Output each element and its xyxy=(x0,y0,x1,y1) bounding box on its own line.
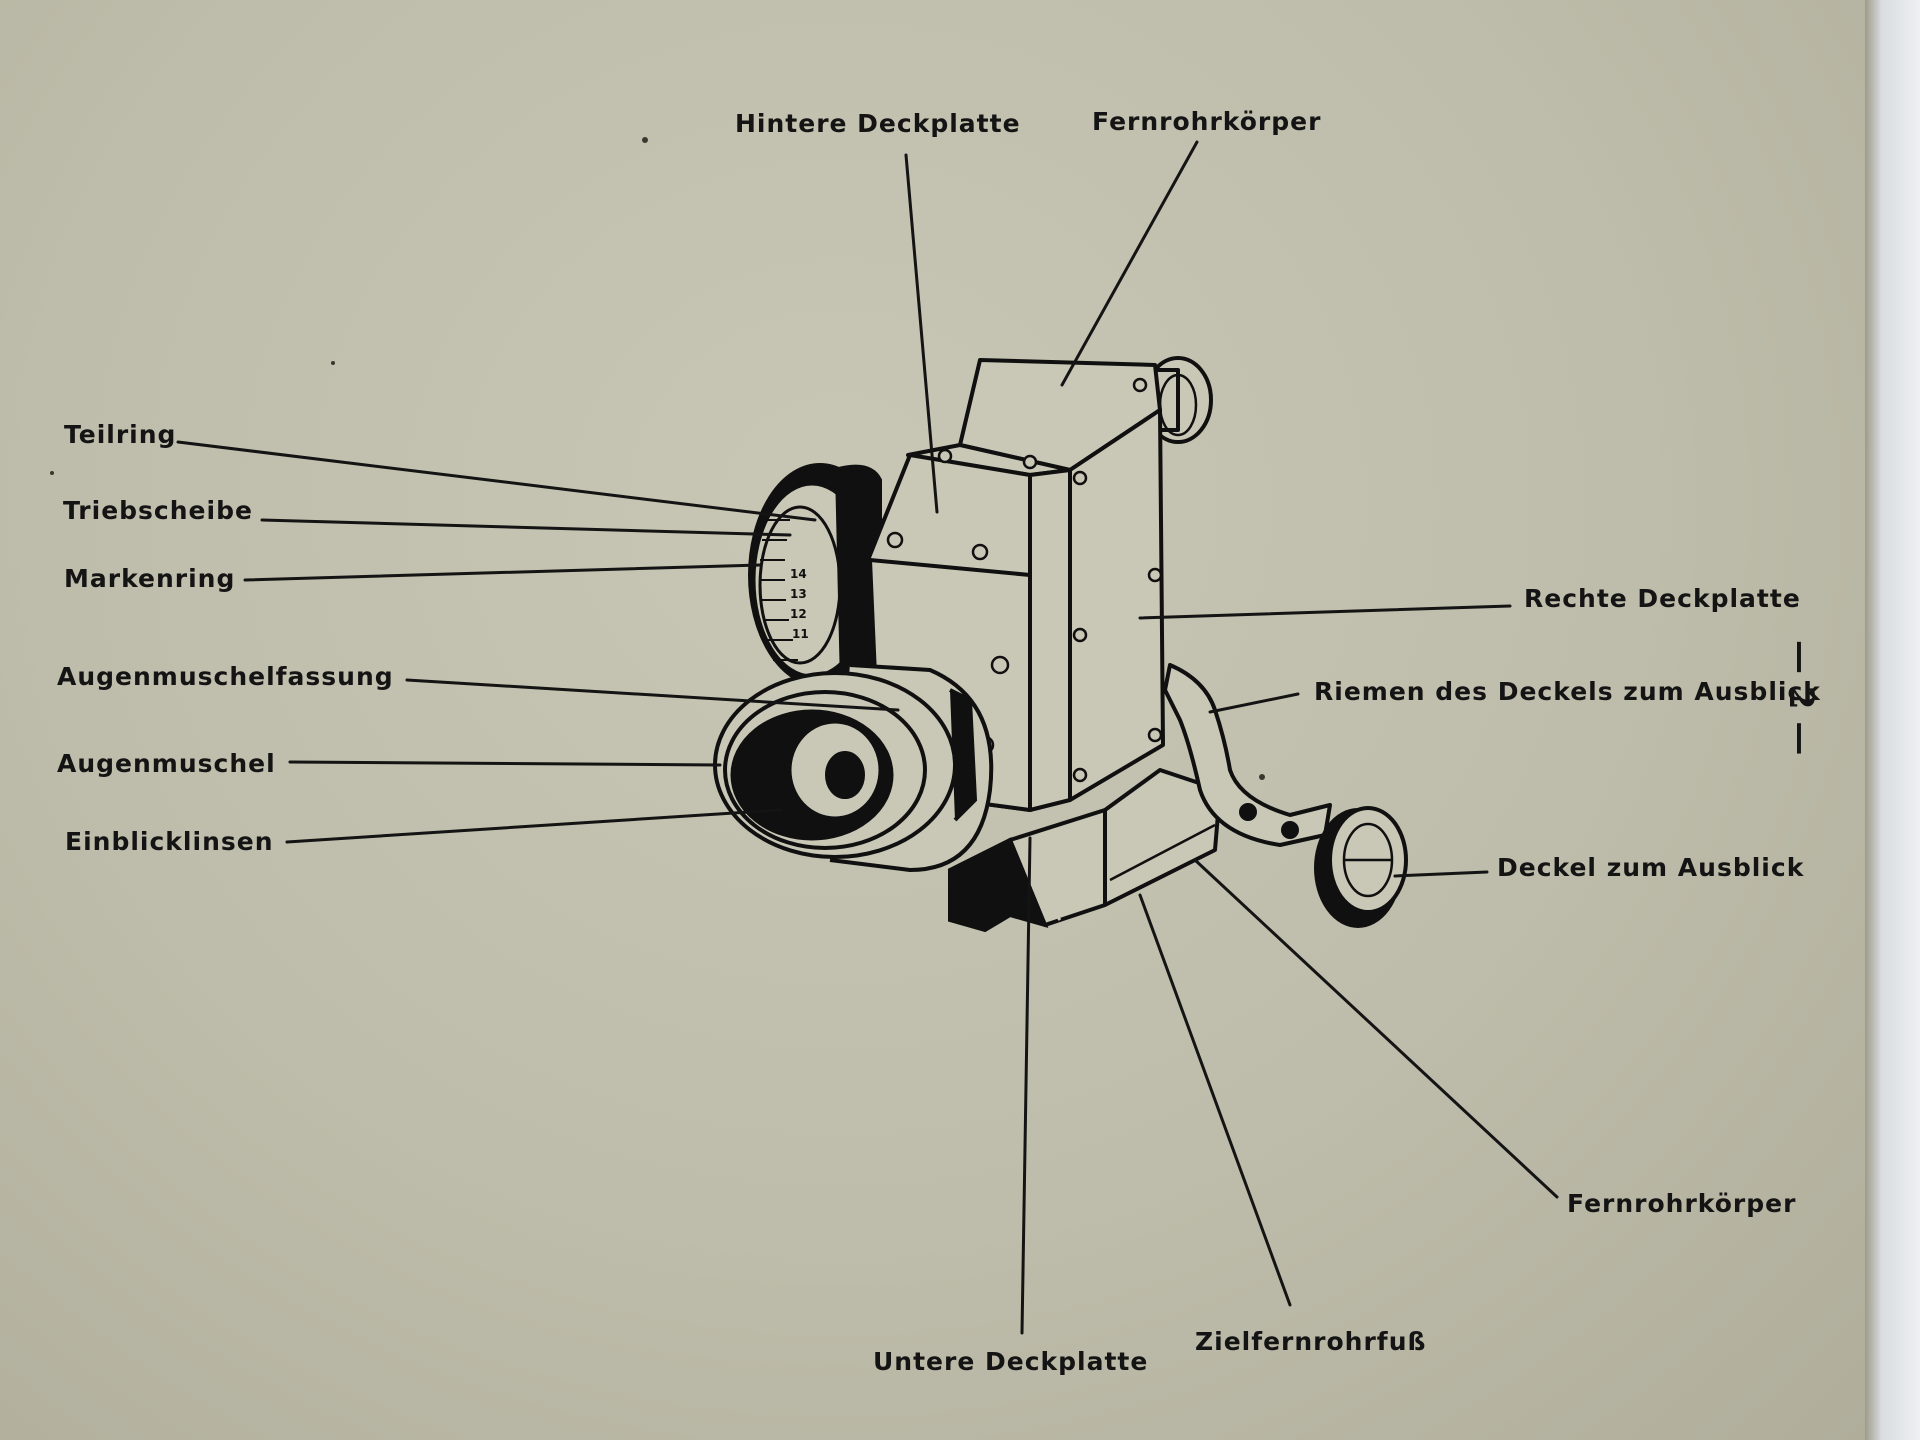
label-zielfernrohrfuss: Zielfernrohrfuß xyxy=(1195,1327,1426,1356)
label-triebscheibe: Triebscheibe xyxy=(63,496,253,525)
scale-number: 11 xyxy=(792,627,809,641)
telescope-drawing: 14 13 12 11 xyxy=(713,356,1408,933)
label-deckel: Deckel zum Ausblick xyxy=(1497,853,1805,882)
label-fernrohrkoerper-top: Fernrohrkörper xyxy=(1092,107,1321,136)
zielfernrohrfuss-foot xyxy=(948,768,1222,933)
leader-lines xyxy=(176,140,1559,1335)
label-hintere-deckplatte: Hintere Deckplatte xyxy=(735,109,1021,138)
label-augenmuschelfassung: Augenmuschelfassung xyxy=(57,662,394,691)
label-einblicklinsen: Einblicklinsen xyxy=(65,827,274,856)
label-riemen: Riemen des Deckels zum Ausblick xyxy=(1314,677,1821,706)
label-augenmuschel: Augenmuschel xyxy=(57,749,276,778)
label-teilring: Teilring xyxy=(64,420,176,449)
scale-number: 13 xyxy=(790,587,807,601)
labels: Hintere Deckplatte Fernrohrkörper Teilri… xyxy=(57,107,1821,1376)
scale-number: 12 xyxy=(790,607,807,621)
label-markenring: Markenring xyxy=(64,564,235,593)
scale-number: 14 xyxy=(790,567,807,581)
label-fernrohrkoerper-bottom: Fernrohrkörper xyxy=(1567,1189,1796,1218)
deckel-cover xyxy=(1314,806,1408,928)
label-untere-deckplatte: Untere Deckplatte xyxy=(873,1347,1148,1376)
paper-speckles xyxy=(50,137,1265,780)
page-edge xyxy=(1865,0,1920,1440)
eyepiece xyxy=(713,663,994,872)
page-number: — 2 — xyxy=(1781,640,1821,755)
label-rechte-deckplatte: Rechte Deckplatte xyxy=(1524,584,1801,613)
